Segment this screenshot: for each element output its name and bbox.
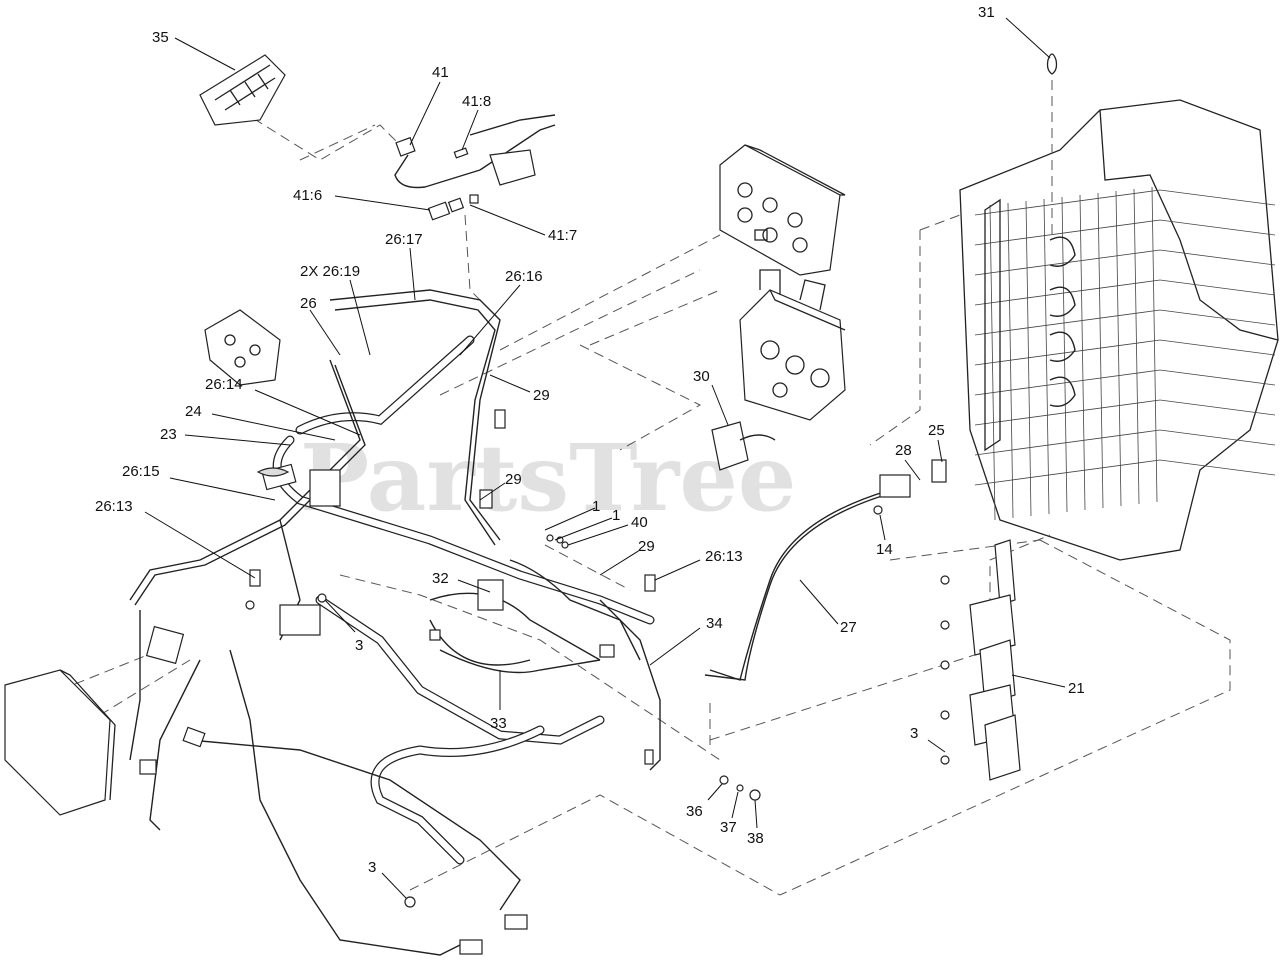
callout-3-a: 3 — [355, 637, 363, 654]
callout-29-c: 29 — [638, 538, 655, 555]
callout-1-b: 1 — [612, 507, 620, 524]
callout-24: 24 — [185, 403, 202, 420]
callout-38: 38 — [747, 830, 764, 847]
callout-21: 21 — [1068, 680, 1085, 697]
callout-41-7: 41:7 — [548, 227, 577, 244]
callout-33: 33 — [490, 715, 507, 732]
light-bar-35 — [199, 54, 286, 126]
callout-3-c: 3 — [368, 859, 376, 876]
dashed-reference-lines — [59, 109, 1231, 896]
callout-1-a: 1 — [592, 498, 600, 515]
harness-connectors — [139, 409, 656, 955]
callout-40: 40 — [631, 514, 648, 531]
connector-30 — [711, 421, 776, 471]
callout-3-b: 3 — [910, 725, 918, 742]
callout-labels: 35 41 41:8 41:6 41:7 26:17 2X 26:19 26:1… — [95, 4, 1085, 876]
callout-34: 34 — [706, 615, 723, 632]
callout-32: 32 — [432, 570, 449, 587]
fasteners — [245, 505, 950, 908]
callout-26-13-a: 26:13 — [95, 498, 133, 515]
callout-26-15: 26:15 — [122, 463, 160, 480]
callout-30: 30 — [693, 368, 710, 385]
callout-2x-26-19: 2X 26:19 — [300, 263, 360, 280]
callout-29-b: 29 — [505, 471, 522, 488]
callout-14: 14 — [876, 541, 893, 558]
callout-23: 23 — [160, 426, 177, 443]
callout-26-14: 26:14 — [205, 376, 243, 393]
callout-26-16: 26:16 — [505, 268, 543, 285]
connector-block — [204, 309, 281, 386]
callout-29-a: 29 — [533, 387, 550, 404]
callout-37: 37 — [720, 819, 737, 836]
callout-26-17: 26:17 — [385, 231, 423, 248]
frame-block — [959, 99, 1279, 561]
callout-27: 27 — [840, 619, 857, 636]
battery-terminals — [1049, 236, 1076, 407]
controller-module — [719, 144, 846, 276]
watermark: PartsTree — [300, 424, 796, 532]
callout-41: 41 — [432, 64, 449, 81]
clip-31 — [1046, 53, 1058, 235]
callout-41-8: 41:8 — [462, 93, 491, 110]
callout-25: 25 — [928, 422, 945, 439]
harness-27 — [704, 459, 947, 681]
valve-assembly — [739, 269, 846, 421]
brackets-21 — [969, 539, 1021, 781]
leader-lines — [144, 17, 1066, 899]
callout-35: 35 — [152, 29, 169, 46]
callout-26-13-b: 26:13 — [705, 548, 743, 565]
harness-41 — [394, 114, 556, 221]
callout-41-6: 41:6 — [293, 187, 322, 204]
callout-28: 28 — [895, 442, 912, 459]
display-module — [4, 669, 116, 816]
callout-36: 36 — [686, 803, 703, 820]
callout-31: 31 — [978, 4, 995, 21]
callout-26: 26 — [300, 295, 317, 312]
